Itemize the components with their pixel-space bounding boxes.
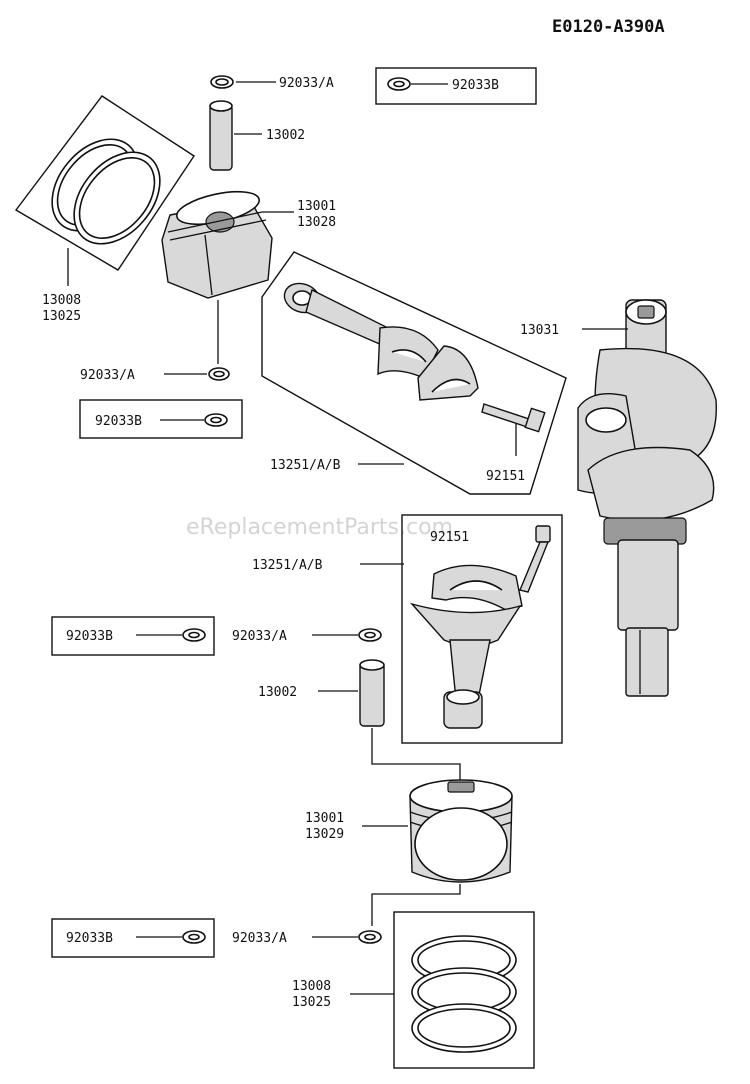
retaining-ring-bottom-lower[interactable] xyxy=(358,930,382,944)
label-ring-set-top-2[interactable]: 13025 xyxy=(42,309,81,324)
label-piston-top-1[interactable]: 13001 xyxy=(297,199,336,214)
label-piston-bottom-2[interactable]: 13029 xyxy=(305,827,344,842)
crankshaft[interactable] xyxy=(577,299,717,697)
label-ring-set-top-1[interactable]: 13008 xyxy=(42,293,81,308)
piston-bottom[interactable] xyxy=(409,779,513,883)
piston-ring-set-top[interactable] xyxy=(35,123,177,261)
label-ring-set-bottom-1[interactable]: 13008 xyxy=(292,979,331,994)
retaining-ring-top-lower[interactable] xyxy=(208,367,230,381)
retaining-ring-top[interactable] xyxy=(210,75,234,89)
label-conrod-bolt-lower[interactable]: 92151 xyxy=(430,530,469,545)
label-ring-set-bottom-2[interactable]: 13025 xyxy=(292,995,331,1010)
label-conrod-lower[interactable]: 13251/A/B xyxy=(252,558,323,573)
conrod-bolt-upper[interactable] xyxy=(481,403,546,433)
label-ring-kit-left[interactable]: 92033B xyxy=(95,414,142,429)
label-ring-kit-bottom-lower[interactable]: 92033B xyxy=(66,931,113,946)
connecting-rod-lower[interactable] xyxy=(409,564,523,729)
ring-kit-box-top xyxy=(375,67,537,105)
watermark: eReplacementParts.com xyxy=(186,515,453,540)
conrod-bolt-lower[interactable] xyxy=(519,525,551,593)
label-piston-top-2[interactable]: 13028 xyxy=(297,215,336,230)
piston-pin-top[interactable] xyxy=(209,100,233,171)
label-crankshaft[interactable]: 13031 xyxy=(520,323,559,338)
retaining-ring-bottom[interactable] xyxy=(358,628,382,642)
ring-kit-icon-left xyxy=(204,413,228,427)
conrod-box-lower xyxy=(401,514,563,744)
label-retaining-ring-bottom[interactable]: 92033/A xyxy=(232,629,287,644)
label-retaining-ring-top[interactable]: 92033/A xyxy=(279,76,334,91)
connecting-rod-upper[interactable] xyxy=(280,279,479,401)
ring-kit-icon-bottom-lower xyxy=(182,930,206,944)
ring-kit-box-bottom xyxy=(51,616,215,656)
piston-ring-set-bottom[interactable] xyxy=(411,935,517,1053)
label-conrod-upper[interactable]: 13251/A/B xyxy=(270,458,341,473)
label-conrod-bolt-upper[interactable]: 92151 xyxy=(486,469,525,484)
piston-top[interactable] xyxy=(161,186,273,299)
label-ring-kit-bottom[interactable]: 92033B xyxy=(66,629,113,644)
label-piston-pin-bottom[interactable]: 13002 xyxy=(258,685,297,700)
ring-kit-box-left xyxy=(79,399,243,439)
ring-kit-icon-top xyxy=(387,77,411,91)
ring-kit-icon-bottom xyxy=(182,628,206,642)
conrod-box-upper xyxy=(261,251,567,495)
label-retaining-ring-top-lower[interactable]: 92033/A xyxy=(80,368,135,383)
label-retaining-ring-bottom-lower[interactable]: 92033/A xyxy=(232,931,287,946)
label-piston-bottom-1[interactable]: 13001 xyxy=(305,811,344,826)
label-ring-kit-top[interactable]: 92033B xyxy=(452,78,499,93)
ring-set-box-bottom xyxy=(393,911,535,1069)
piston-pin-bottom[interactable] xyxy=(359,659,385,727)
ring-kit-box-bottom-lower xyxy=(51,918,215,958)
diagram-code: E0120-A390A xyxy=(552,17,665,37)
label-piston-pin-top[interactable]: 13002 xyxy=(266,128,305,143)
ring-set-box-top xyxy=(14,95,195,271)
